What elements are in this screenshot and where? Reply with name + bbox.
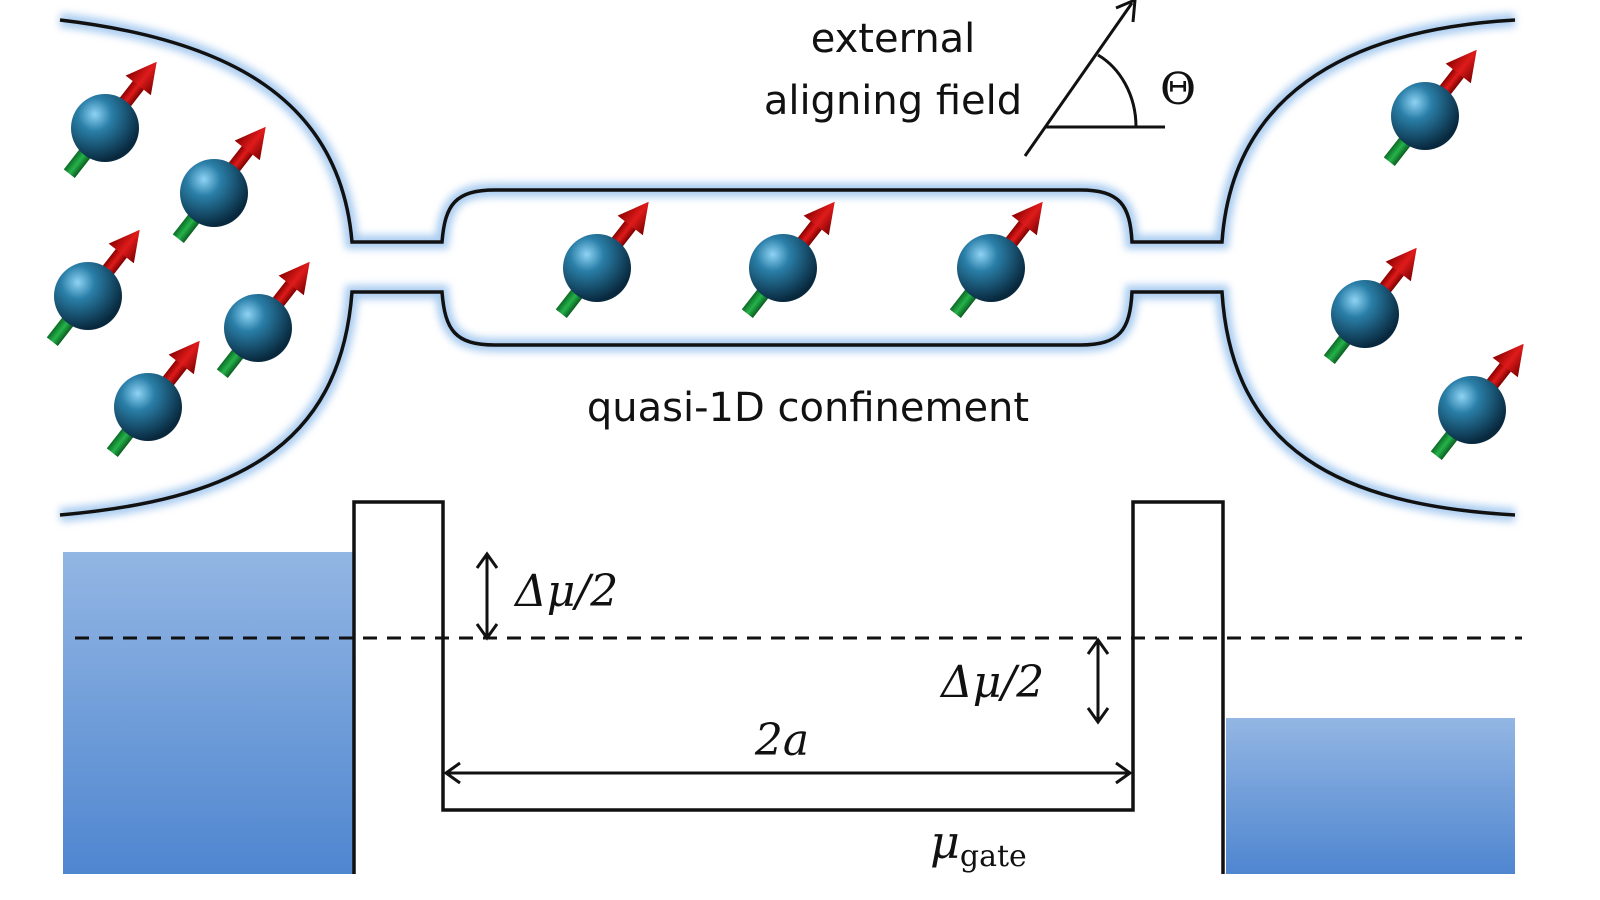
width-label: 2a <box>754 715 809 766</box>
spin-particle-icon <box>209 251 323 384</box>
width-arrow <box>443 761 1133 785</box>
confinement-outline <box>59 18 1516 517</box>
spin-particle-icon <box>942 191 1056 324</box>
right-reservoir-particles <box>1316 39 1537 466</box>
upper-wall <box>59 18 1516 244</box>
spin-particle-icon <box>548 191 662 324</box>
right-reservoir-fill <box>1226 718 1515 874</box>
spin-particle-icon <box>1376 39 1490 172</box>
spin-particle-icon <box>99 330 213 463</box>
mu-gate-symbol: μgate <box>930 815 1027 874</box>
field-angle-icon <box>1023 0 1165 157</box>
spin-particle-icon <box>56 51 170 184</box>
delta-mu-upper-label: Δμ/2 <box>513 566 618 617</box>
angle-symbol: Θ <box>1160 64 1196 115</box>
delta-mu-lower-label: Δμ/2 <box>939 657 1044 708</box>
confinement-label: quasi-1D confinement <box>587 385 1029 431</box>
spin-particle-icon <box>1316 237 1430 370</box>
left-reservoir-fill <box>63 552 354 874</box>
spin-particle-icon <box>39 219 153 352</box>
left-reservoir-particles <box>39 51 323 463</box>
field-label-line1: external <box>811 16 976 62</box>
potential-profile <box>352 500 1225 874</box>
delta-mu-lower-arrow <box>1086 637 1110 725</box>
lower-wall <box>59 290 1516 517</box>
delta-mu-upper-arrow <box>475 551 499 641</box>
spin-particle-icon <box>165 116 279 249</box>
field-label-line2: aligning field <box>764 78 1022 124</box>
channel-particles <box>548 191 1056 324</box>
spin-particle-icon <box>734 191 848 324</box>
spin-particle-icon <box>1423 333 1537 466</box>
